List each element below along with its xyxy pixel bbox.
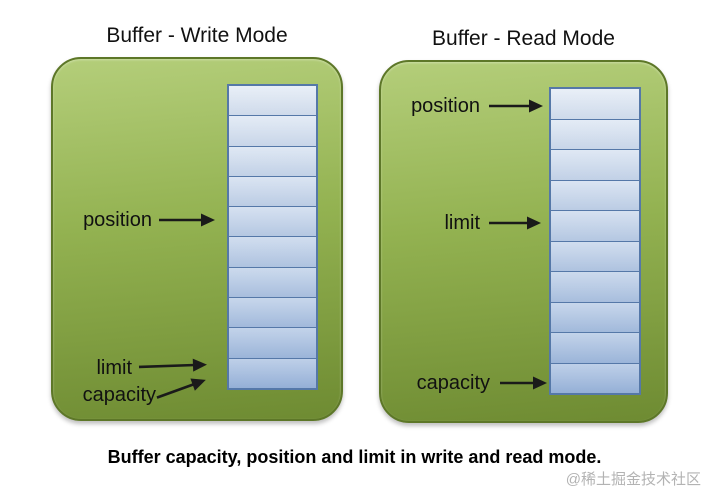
read-position-label: position	[411, 95, 480, 117]
buffer-cell	[229, 237, 316, 268]
write-mode-panel: position limit capacity	[51, 57, 343, 421]
buffer-cell	[551, 333, 639, 364]
write-limit-arrow-icon	[138, 357, 209, 375]
buffer-cell	[551, 363, 639, 393]
buffer-cell	[551, 302, 639, 333]
read-limit-label: limit	[444, 212, 480, 234]
buffer-cell	[551, 119, 639, 150]
buffer-cell	[229, 298, 316, 329]
read-capacity-label: capacity	[416, 372, 490, 394]
watermark: @稀土掘金技术社区	[565, 471, 701, 488]
buffer-cell	[229, 146, 316, 177]
write-capacity-label: capacity	[82, 384, 156, 406]
read-mode-title: Buffer - Read Mode	[432, 27, 615, 50]
write-mode-title: Buffer - Write Mode	[106, 24, 288, 47]
buffer-cell	[229, 176, 316, 208]
read-position-arrow-icon	[488, 98, 544, 114]
buffer-cell	[551, 180, 639, 211]
write-capacity-arrow-icon	[153, 372, 209, 406]
buffer-cell	[551, 211, 639, 242]
buffer-cell	[229, 116, 316, 147]
read-mode-panel: position limit capacity	[379, 60, 668, 423]
read-capacity-arrow-icon	[499, 375, 548, 391]
buffer-cell	[551, 89, 639, 120]
write-position-arrow-icon	[158, 212, 216, 228]
buffer-cell	[229, 328, 316, 359]
figure-caption: Buffer capacity, position and limit in w…	[107, 447, 602, 467]
read-buffer-cells	[549, 87, 641, 395]
write-limit-label: limit	[96, 357, 132, 379]
buffer-cell	[551, 150, 639, 181]
buffer-cell	[229, 267, 316, 299]
write-position-label: position	[83, 209, 152, 231]
buffer-cell	[229, 207, 316, 238]
buffer-cell	[229, 86, 316, 117]
buffer-cell	[551, 241, 639, 272]
read-limit-arrow-icon	[488, 215, 542, 231]
buffer-cell	[551, 272, 639, 303]
buffer-cell	[229, 358, 316, 388]
write-buffer-cells	[227, 84, 318, 390]
